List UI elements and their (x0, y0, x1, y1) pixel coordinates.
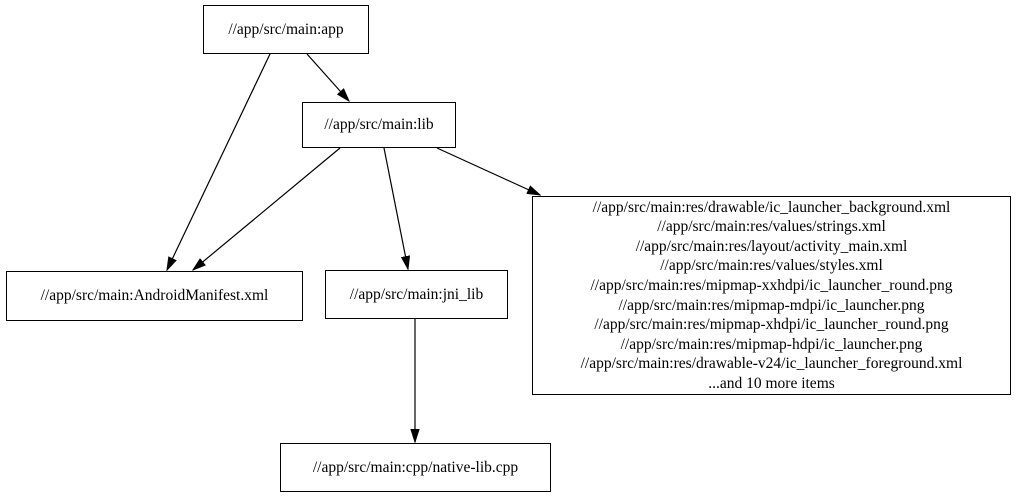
node-lib-target: //app/src/main:lib (302, 102, 456, 148)
res-item: //app/src/main:res/drawable-v24/ic_launc… (580, 355, 963, 373)
node-app-label: //app/src/main:app (228, 20, 344, 38)
edge-lib-to-resgroup (436, 147, 540, 195)
res-item: //app/src/main:res/mipmap-xxhdpi/ic_laun… (590, 276, 953, 294)
res-item: //app/src/main:res/mipmap-mdpi/ic_launch… (618, 296, 925, 314)
node-jnilib-target: //app/src/main:jni_lib (325, 270, 508, 319)
res-item: //app/src/main:res/values/styles.xml (660, 257, 883, 275)
res-item: //app/src/main:res/mipmap-hdpi/ic_launch… (620, 335, 923, 353)
edge-app-to-androidmanifest (167, 53, 271, 270)
edge-lib-to-androidmanifest (193, 147, 341, 270)
node-res-group-target: //app/src/main:res/drawable/ic_launcher_… (532, 196, 1011, 395)
res-item: //app/src/main:res/drawable/ic_launcher_… (592, 198, 951, 216)
res-more-items: ...and 10 more items (708, 374, 835, 392)
edge-app-to-lib (306, 53, 349, 101)
node-nativelib-label: //app/src/main:cpp/native-lib.cpp (312, 458, 519, 476)
node-androidmanifest-label: //app/src/main:AndroidManifest.xml (40, 287, 269, 304)
node-nativelib-target: //app/src/main:cpp/native-lib.cpp (280, 443, 551, 492)
res-item: //app/src/main:res/layout/activity_main.… (635, 237, 908, 255)
node-lib-label: //app/src/main:lib (324, 116, 434, 133)
node-jnilib-label: //app/src/main:jni_lib (349, 285, 484, 303)
node-app-target: //app/src/main:app (203, 5, 369, 54)
edge-lib-to-jnilib (383, 147, 408, 269)
node-androidmanifest-target: //app/src/main:AndroidManifest.xml (6, 271, 303, 321)
res-item: //app/src/main:res/mipmap-xhdpi/ic_launc… (594, 316, 949, 334)
res-item: //app/src/main:res/values/strings.xml (657, 218, 886, 236)
